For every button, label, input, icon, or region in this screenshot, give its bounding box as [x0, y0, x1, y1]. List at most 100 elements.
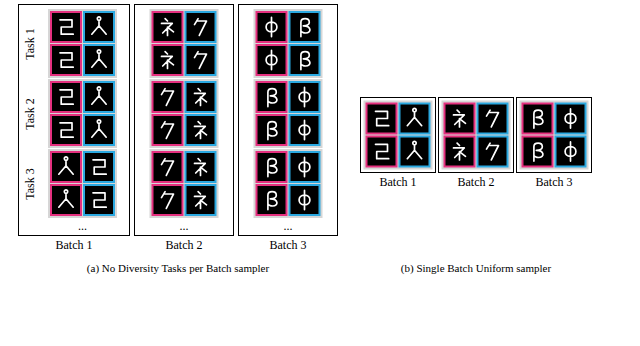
character-grid — [442, 101, 511, 170]
handwritten-character — [195, 19, 207, 36]
handwritten-character — [534, 143, 543, 161]
grid-ground — [254, 9, 323, 78]
character-tile — [367, 137, 397, 167]
handwritten-character — [60, 123, 73, 137]
handwritten-character — [268, 192, 277, 210]
grid-ground — [150, 79, 219, 148]
handwritten-character — [60, 53, 73, 67]
batch-box: Batch 2 — [438, 97, 514, 173]
batch-label: Batch 2 — [458, 175, 495, 189]
batch-box: Batch 1 — [360, 97, 436, 173]
character-grid — [254, 79, 323, 148]
character-tile — [51, 185, 81, 215]
handwritten-character — [162, 122, 174, 139]
handwritten-character — [93, 193, 106, 207]
character-tile — [445, 137, 475, 167]
character-tile — [84, 152, 114, 182]
character-tile — [257, 82, 287, 112]
character-tile — [478, 137, 508, 167]
handwritten-character — [92, 17, 106, 34]
handwritten-character — [376, 144, 389, 158]
handwritten-character — [60, 90, 73, 104]
character-tile — [290, 82, 320, 112]
handwritten-character — [195, 159, 207, 176]
handwritten-character — [195, 122, 207, 139]
character-tile — [290, 115, 320, 145]
grid-ground — [48, 149, 117, 218]
character-grid — [48, 79, 117, 148]
grid-ground — [48, 9, 117, 78]
character-tile — [84, 185, 114, 215]
handwritten-character — [195, 89, 207, 106]
character-tile — [153, 152, 183, 182]
character-tile — [478, 104, 508, 134]
handwritten-character — [299, 87, 310, 106]
batch-box: Batch 3 — [516, 97, 592, 173]
character-grid — [150, 79, 219, 148]
handwritten-character — [565, 109, 576, 128]
subfigure-caption: (a) No Diversity Tasks per Batch sampler — [87, 262, 269, 275]
grid-ground — [254, 149, 323, 218]
character-grid — [520, 101, 589, 170]
handwritten-character — [565, 142, 576, 161]
grid-ground — [364, 101, 433, 170]
handwritten-character — [299, 120, 310, 139]
character-tile — [51, 12, 81, 42]
character-tile — [153, 82, 183, 112]
batch-label: Batch 3 — [536, 175, 573, 189]
handwritten-character — [92, 50, 106, 67]
character-tile — [51, 152, 81, 182]
handwritten-character — [195, 52, 207, 69]
character-tile — [290, 12, 320, 42]
character-tile — [257, 185, 287, 215]
handwritten-character — [162, 52, 174, 69]
character-tile — [445, 104, 475, 134]
task-label: Task 1 — [23, 28, 37, 60]
grid-ground — [150, 9, 219, 78]
grid-ground — [48, 79, 117, 148]
character-tile — [84, 45, 114, 75]
handwritten-character — [407, 108, 421, 125]
grid-ground — [150, 149, 219, 218]
character-grid — [150, 9, 219, 78]
batch-label: Batch 2 — [166, 238, 203, 252]
batch-box: Batch 2 — [134, 4, 234, 236]
handwritten-character — [268, 159, 277, 177]
handwritten-character — [301, 52, 310, 70]
character-tile — [400, 137, 430, 167]
character-tile — [186, 115, 216, 145]
character-grid — [150, 149, 219, 218]
handwritten-character — [59, 190, 73, 207]
handwritten-character — [487, 110, 499, 127]
character-grid — [48, 149, 117, 218]
handwritten-character — [299, 190, 310, 209]
handwritten-character — [162, 192, 174, 209]
handwritten-character — [93, 160, 106, 174]
ellipsis: ... — [180, 219, 189, 233]
character-tile — [257, 12, 287, 42]
character-grid — [364, 101, 433, 170]
handwritten-character — [266, 50, 277, 69]
character-tile — [290, 45, 320, 75]
character-tile — [84, 82, 114, 112]
character-tile — [186, 45, 216, 75]
handwritten-character — [60, 20, 73, 34]
character-tile — [367, 104, 397, 134]
handwritten-character — [195, 192, 207, 209]
character-tile — [153, 115, 183, 145]
character-tile — [186, 185, 216, 215]
character-tile — [290, 185, 320, 215]
character-tile — [186, 82, 216, 112]
batch-label: Batch 1 — [380, 175, 417, 189]
handwritten-character — [162, 159, 174, 176]
character-tile — [84, 12, 114, 42]
batch-label: Batch 3 — [270, 238, 307, 252]
batch-label: Batch 1 — [56, 238, 93, 252]
character-grid — [254, 9, 323, 78]
character-tile — [84, 115, 114, 145]
grid-ground — [442, 101, 511, 170]
handwritten-character — [301, 19, 310, 37]
character-tile — [400, 104, 430, 134]
handwritten-character — [376, 111, 389, 125]
